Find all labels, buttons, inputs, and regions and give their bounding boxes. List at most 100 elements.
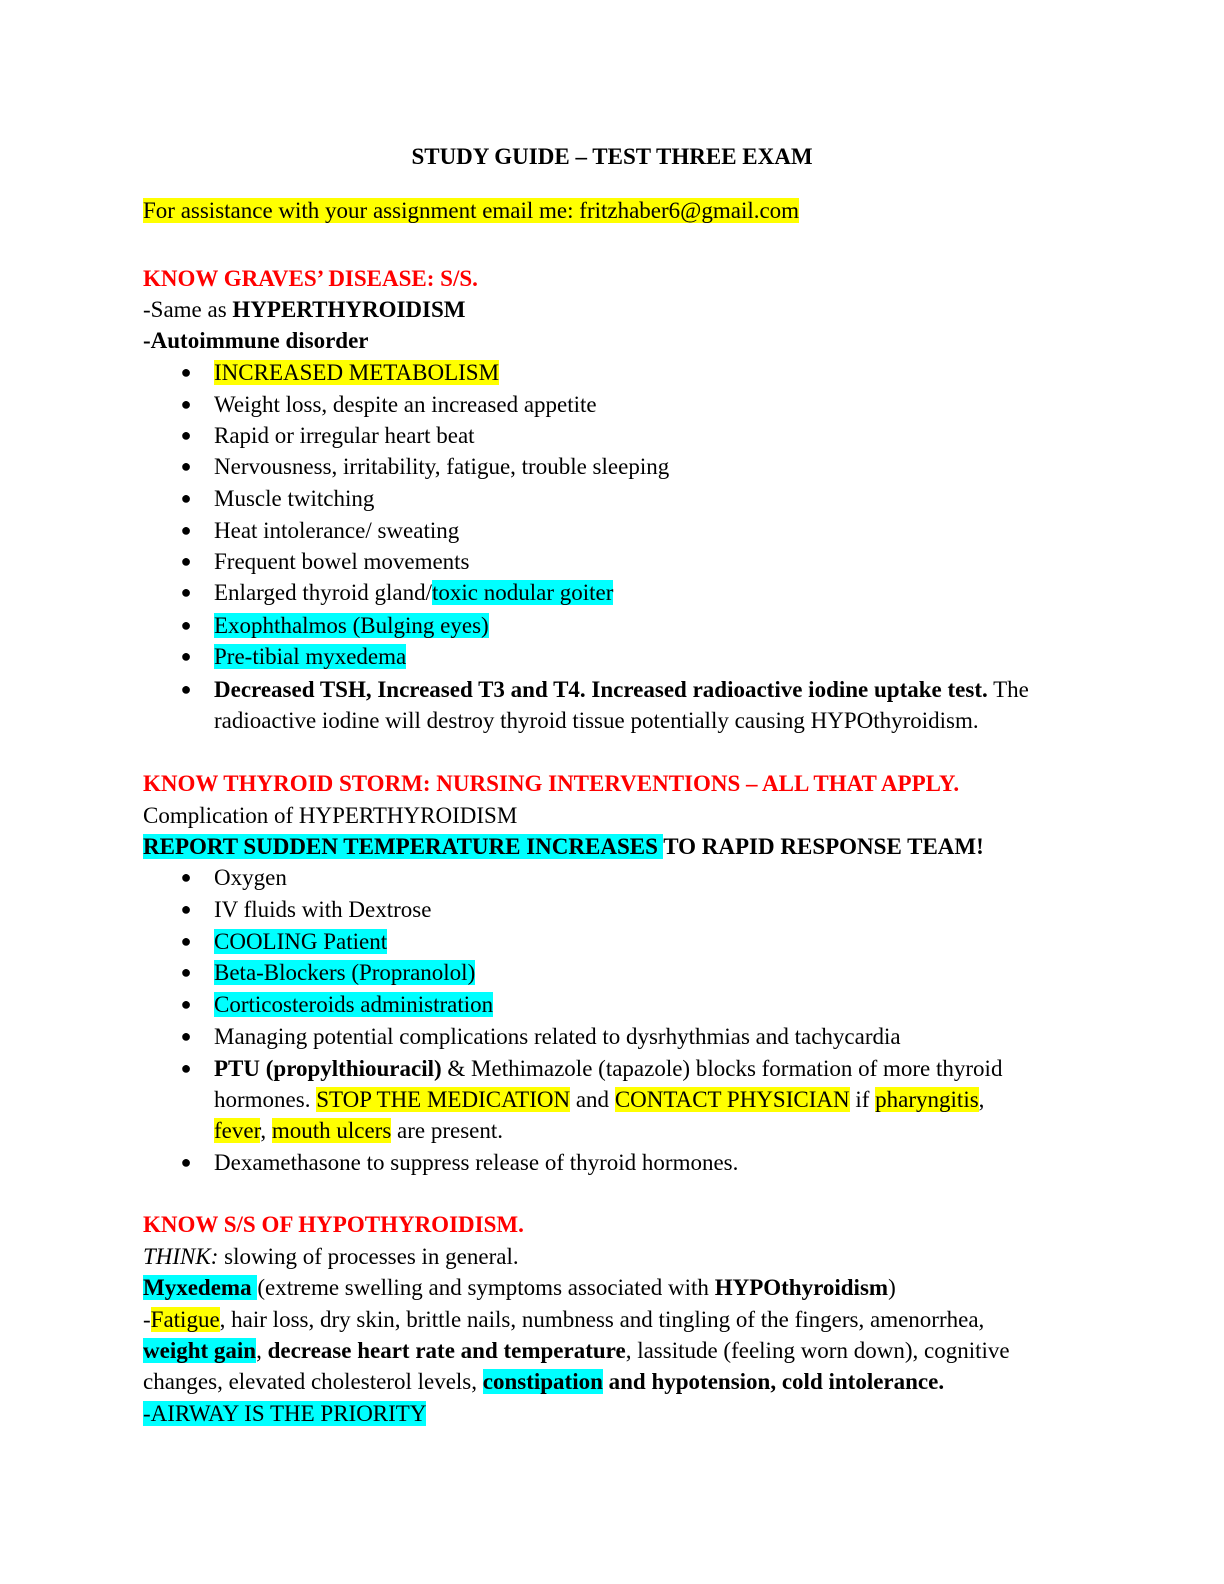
document-title: STUDY GUIDE – TEST THREE EXAM — [411, 144, 813, 169]
ptu-text: hormones. — [214, 1087, 317, 1112]
bullet: ● — [180, 520, 192, 540]
bullet: ● — [180, 931, 192, 951]
storm-item-ptu: PTU (propylthiouracil) & Methimazole (ta… — [214, 1053, 1002, 1084]
exophthalmos-text: Exophthalmos (Bulging eyes) — [214, 613, 489, 638]
bullet: ● — [180, 1152, 192, 1172]
hypo-line1: -Fatigue, hair loss, dry skin, brittle n… — [143, 1304, 984, 1335]
storm-complication: Complication of HYPERTHYROIDISM — [143, 803, 518, 828]
contact-line: For assistance with your assignment emai… — [143, 195, 800, 226]
graves-heading: KNOW GRAVES’ DISEASE: S/S. — [143, 266, 478, 291]
myxedema-bold: HYPOthyroidism — [714, 1275, 889, 1300]
storm-item-text: Beta-Blockers (Propranolol) — [214, 960, 476, 985]
fever: fever — [214, 1118, 261, 1143]
same-as-text: -Same as — [143, 297, 233, 322]
myxedema-end: ) — [888, 1275, 896, 1300]
graves-item: Frequent bowel movements — [214, 549, 470, 574]
fatigue-highlight: Fatigue — [150, 1307, 220, 1332]
hypo-airway: -AIRWAY IS THE PRIORITY — [143, 1398, 427, 1429]
labs-rest: The — [987, 677, 1029, 702]
graves-item-text: INCREASED METABOLISM — [214, 360, 500, 385]
stop-medication: STOP THE MEDICATION — [316, 1087, 571, 1112]
pharyngitis: pharyngitis — [875, 1087, 979, 1112]
ptu-text: , — [260, 1118, 272, 1143]
storm-item: Oxygen — [214, 865, 287, 890]
ptu-text: , — [978, 1087, 985, 1112]
bullet: ● — [180, 994, 192, 1014]
graves-item-myxedema: Pre-tibial myxedema — [214, 641, 407, 672]
graves-item: INCREASED METABOLISM — [214, 357, 500, 388]
graves-item: Weight loss, despite an increased appeti… — [214, 392, 597, 417]
storm-item: Dexamethasone to suppress release of thy… — [214, 1150, 739, 1175]
ptu-rest: & Methimazole (tapazole) blocks formatio… — [441, 1056, 1003, 1081]
graves-autoimmune: -Autoimmune disorder — [143, 328, 369, 353]
bullet: ● — [180, 679, 192, 699]
hypo-heading: KNOW S/S OF HYPOTHYROIDISM. — [143, 1212, 524, 1237]
myxedema-rest: (extreme swelling and symptoms associate… — [257, 1275, 715, 1300]
hypo-text: changes, elevated cholesterol levels, — [143, 1369, 483, 1394]
contact-physician: CONTACT PHYSICIAN — [614, 1087, 850, 1112]
hypo-text: , hair loss, dry skin, brittle nails, nu… — [219, 1307, 985, 1332]
think-rest: slowing of processes in general. — [218, 1244, 519, 1269]
hypo-myxedema: Myxedema (extreme swelling and symptoms … — [143, 1272, 896, 1303]
goiter-prefix: Enlarged thyroid gland/ — [214, 580, 433, 605]
bullet: ● — [180, 456, 192, 476]
bullet: ● — [180, 551, 192, 571]
bullet: ● — [180, 425, 192, 445]
hypo-text: , lassitude (feeling worn down), cogniti… — [625, 1338, 1010, 1363]
airway-highlight: -AIRWAY IS THE PRIORITY — [143, 1401, 427, 1426]
contact-text: For assistance with your assignment emai… — [143, 198, 800, 223]
storm-item: Managing potential complications related… — [214, 1024, 901, 1049]
goiter-highlight: toxic nodular goiter — [432, 580, 614, 605]
bullet: ● — [180, 1026, 192, 1046]
bullet: ● — [180, 394, 192, 414]
bullet: ● — [180, 899, 192, 919]
storm-item: IV fluids with Dextrose — [214, 897, 432, 922]
bullet: ● — [180, 582, 192, 602]
bullet: ● — [180, 488, 192, 508]
ptu-text: and — [570, 1087, 615, 1112]
graves-item-labs-cont: radioactive iodine will destroy thyroid … — [214, 708, 979, 733]
report-rest: TO RAPID RESPONSE TEAM! — [663, 834, 984, 859]
hypo-bold: and hypotension, cold intolerance. — [602, 1369, 945, 1394]
hypo-line2: weight gain, decrease heart rate and tem… — [143, 1335, 1010, 1366]
graves-item-goiter: Enlarged thyroid gland/toxic nodular goi… — [214, 577, 614, 608]
bullet: ● — [180, 646, 192, 666]
myxedema-highlight: Myxedema — [143, 1275, 258, 1300]
bullet: ● — [180, 362, 192, 382]
graves-item: Muscle twitching — [214, 486, 375, 511]
same-as-bold: HYPERTHYROIDISM — [232, 297, 466, 322]
storm-item-text: COOLING Patient — [214, 929, 388, 954]
bullet: ● — [180, 867, 192, 887]
dash: - — [143, 1307, 151, 1332]
bullet: ● — [180, 1058, 192, 1078]
hypo-text: , — [256, 1338, 268, 1363]
pretibial-text: Pre-tibial myxedema — [214, 644, 407, 669]
weight-gain-highlight: weight gain — [143, 1338, 257, 1363]
graves-item: Heat intolerance/ sweating — [214, 518, 460, 543]
bullet: ● — [180, 615, 192, 635]
storm-heading: KNOW THYROID STORM: NURSING INTERVENTION… — [143, 771, 960, 796]
hypo-line3: changes, elevated cholesterol levels, co… — [143, 1366, 944, 1397]
graves-item-labs: Decreased TSH, Increased T3 and T4. Incr… — [214, 674, 1029, 705]
hypo-think: THINK: slowing of processes in general. — [143, 1241, 519, 1272]
hypo-bold: decrease heart rate and temperature — [267, 1338, 626, 1363]
bullet: ● — [180, 962, 192, 982]
storm-item-text: Corticosteroids administration — [214, 992, 494, 1017]
ptu-text: are present. — [391, 1118, 504, 1143]
graves-item: Nervousness, irritability, fatigue, trou… — [214, 454, 670, 479]
graves-item: Rapid or irregular heart beat — [214, 423, 475, 448]
report-highlight: REPORT SUDDEN TEMPERATURE INCREASES — [143, 834, 664, 859]
graves-item-exophthalmos: Exophthalmos (Bulging eyes) — [214, 610, 489, 641]
think-label: THINK: — [143, 1244, 219, 1269]
constipation-highlight: constipation — [482, 1369, 603, 1394]
ptu-bold: PTU (propylthiouracil) — [214, 1056, 442, 1081]
ptu-text: if — [849, 1087, 876, 1112]
graves-same-as: -Same as HYPERTHYROIDISM — [143, 294, 465, 325]
storm-item-ptu-line2: hormones. STOP THE MEDICATION and CONTAC… — [214, 1084, 984, 1115]
storm-item-ptu-line3: fever, mouth ulcers are present. — [214, 1115, 503, 1146]
mouth-ulcers: mouth ulcers — [271, 1118, 392, 1143]
storm-item: COOLING Patient — [214, 926, 388, 957]
storm-item: Corticosteroids administration — [214, 989, 494, 1020]
labs-bold: Decreased TSH, Increased T3 and T4. Incr… — [214, 677, 988, 702]
